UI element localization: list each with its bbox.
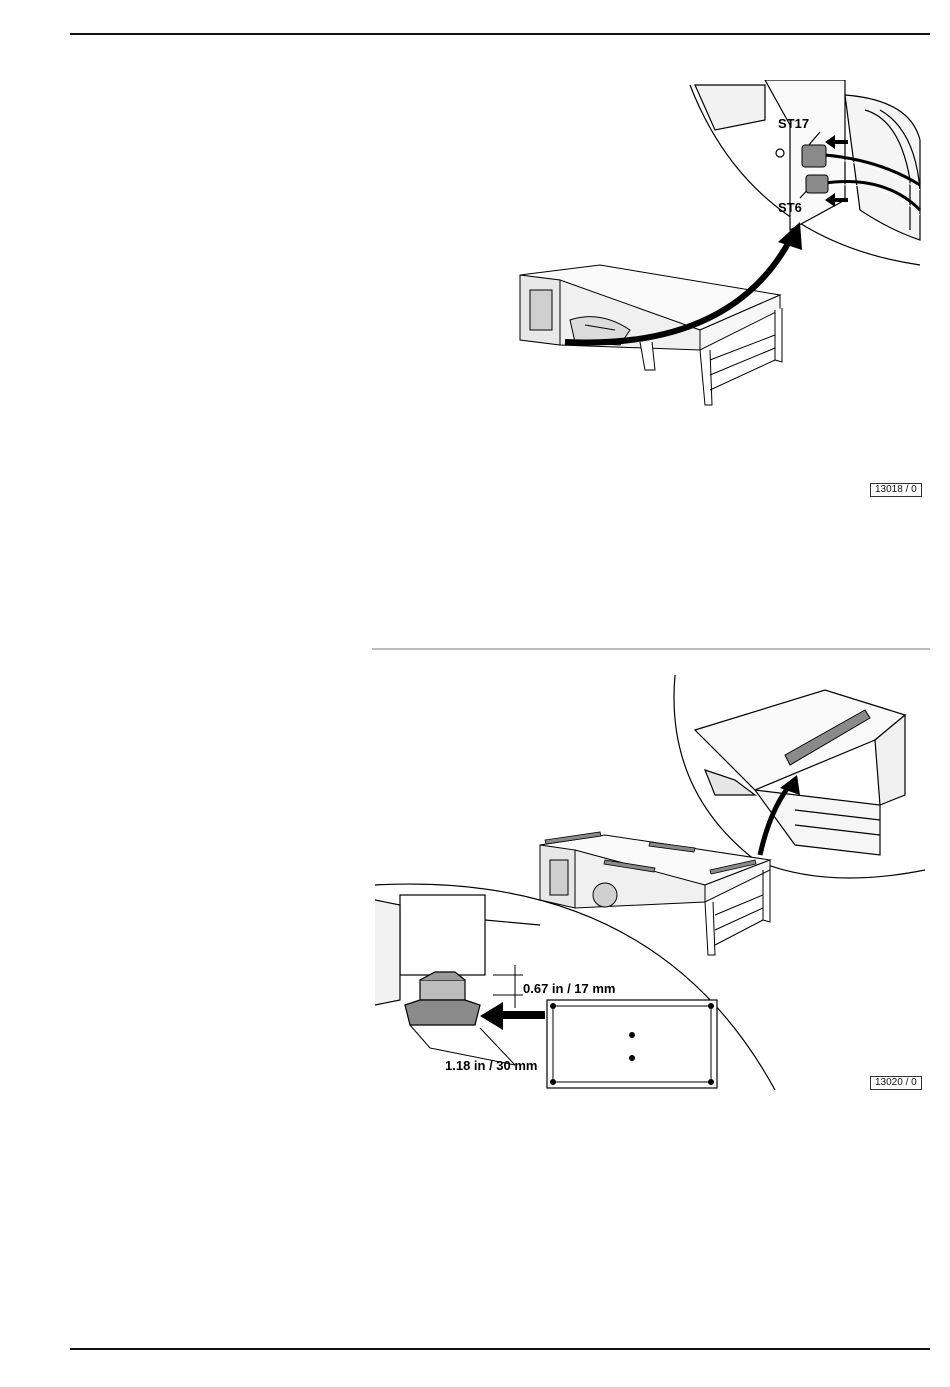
figure-number-13018: 13018 / 0 <box>870 483 922 497</box>
footer-rule <box>70 1348 930 1350</box>
connector-label-st6: ST6 <box>778 200 802 215</box>
section-divider <box>372 648 930 650</box>
figure-number-13020: 13020 / 0 <box>870 1076 922 1090</box>
connector-label-st17: ST17 <box>778 116 809 131</box>
header-rule <box>70 33 930 35</box>
dimension-height-label: 0.67 in / 17 mm <box>523 981 616 996</box>
figure-leveling-diagram: 0.67 in / 17 mm 1.18 in / 30 mm <box>375 670 930 1090</box>
dimension-width-label: 1.18 in / 30 mm <box>445 1058 538 1073</box>
figure-connector-diagram: ST17 ST6 <box>490 80 930 420</box>
